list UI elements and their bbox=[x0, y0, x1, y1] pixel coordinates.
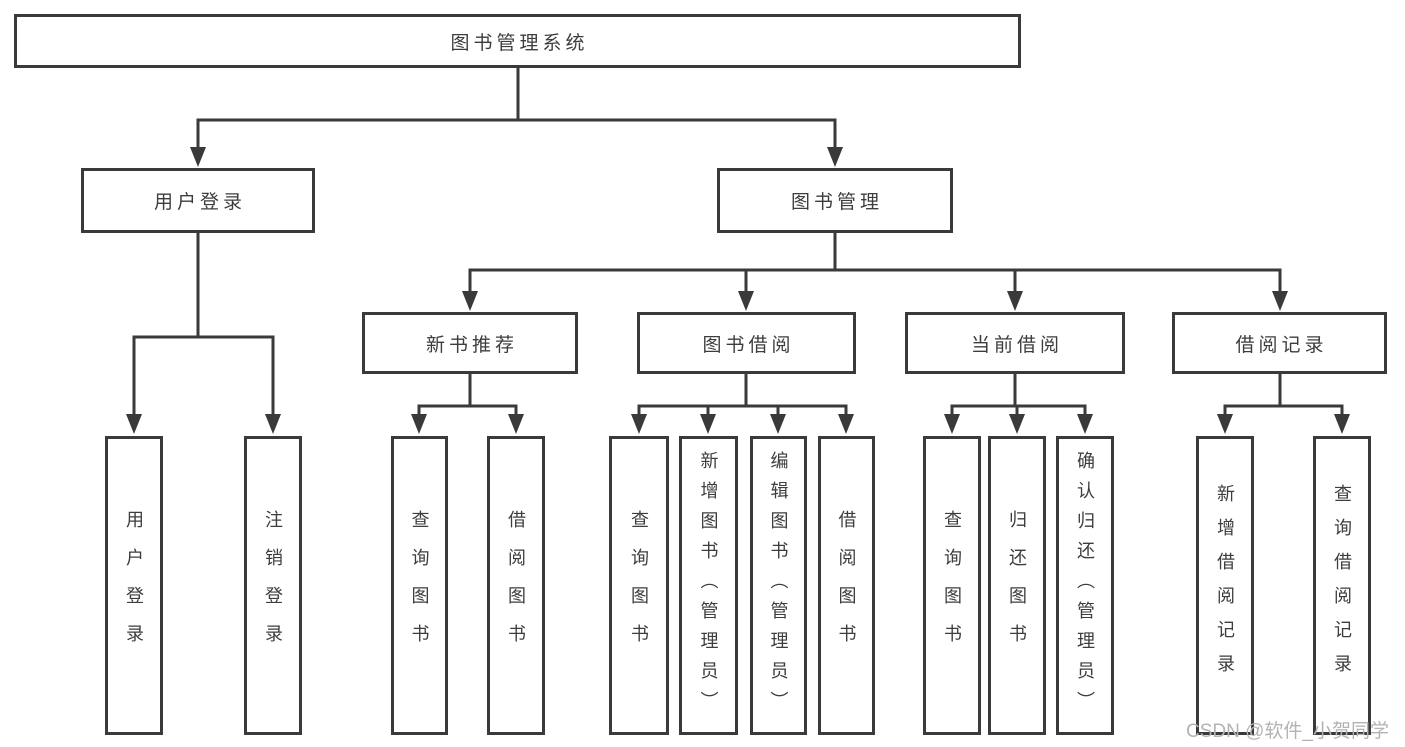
node-new-book: 新书推荐 bbox=[362, 312, 578, 374]
node-root-label: 图书管理系统 bbox=[450, 32, 589, 54]
node-add-record-label: 新增借阅记录 bbox=[1215, 483, 1235, 688]
node-new-book-label: 新书推荐 bbox=[425, 334, 518, 356]
node-borrow-record: 借阅记录 bbox=[1172, 312, 1387, 374]
node-return-book-label: 归还图书 bbox=[1007, 509, 1027, 662]
node-logout: 注销登录 bbox=[244, 436, 302, 735]
node-login: 用户登录 bbox=[105, 436, 163, 735]
node-borrow-record-label: 借阅记录 bbox=[1235, 334, 1328, 356]
node-query-book-2: 查询图书 bbox=[609, 436, 669, 735]
connector-new-book-to-children bbox=[417, 372, 518, 419]
node-current-borrow-label: 当前借阅 bbox=[970, 334, 1063, 356]
node-add-book-label: 新增图书（管理员） bbox=[698, 450, 719, 721]
connector-current-borrow-to-children bbox=[950, 372, 1087, 419]
node-query-book-2-label: 查询图书 bbox=[629, 509, 649, 662]
node-edit-book: 编辑图书（管理员） bbox=[750, 436, 807, 735]
node-query-record: 查询借阅记录 bbox=[1313, 436, 1371, 735]
node-confirm-return: 确认归还（管理员） bbox=[1056, 436, 1114, 735]
node-query-record-label: 查询借阅记录 bbox=[1332, 483, 1352, 688]
connector-book-mgmt-to-level3 bbox=[468, 231, 1282, 294]
connector-borrow-record-to-children bbox=[1223, 372, 1344, 419]
node-add-record: 新增借阅记录 bbox=[1196, 436, 1254, 735]
node-book-borrow-label: 图书借阅 bbox=[702, 334, 795, 356]
node-edit-book-label: 编辑图书（管理员） bbox=[768, 450, 789, 721]
node-confirm-return-label: 确认归还（管理员） bbox=[1075, 450, 1095, 721]
node-return-book: 归还图书 bbox=[988, 436, 1046, 735]
node-login-label: 用户登录 bbox=[124, 509, 144, 662]
node-query-book-1-label: 查询图书 bbox=[409, 509, 430, 662]
node-logout-label: 注销登录 bbox=[263, 509, 283, 662]
node-book-mgmt: 图书管理 bbox=[717, 168, 953, 233]
node-borrow-book-1-label: 借阅图书 bbox=[506, 509, 526, 662]
node-query-book-3-label: 查询图书 bbox=[942, 509, 962, 662]
node-query-book-3: 查询图书 bbox=[923, 436, 981, 735]
connector-book-borrow-to-children bbox=[637, 372, 848, 419]
node-book-borrow: 图书借阅 bbox=[637, 312, 856, 374]
node-current-borrow: 当前借阅 bbox=[905, 312, 1125, 374]
node-user-login: 用户登录 bbox=[81, 168, 315, 233]
csdn-watermark: CSDN @软件_小贺同学 bbox=[1186, 721, 1389, 742]
connector-root-to-level2 bbox=[196, 66, 837, 150]
node-root: 图书管理系统 bbox=[14, 14, 1021, 68]
connector-user-login-to-children bbox=[132, 231, 275, 418]
node-user-login-label: 用户登录 bbox=[153, 192, 246, 213]
node-borrow-book-1: 借阅图书 bbox=[487, 436, 545, 735]
node-borrow-book-2-label: 借阅图书 bbox=[836, 509, 857, 662]
node-query-book-1: 查询图书 bbox=[391, 436, 448, 735]
node-borrow-book-2: 借阅图书 bbox=[818, 436, 875, 735]
node-book-mgmt-label: 图书管理 bbox=[790, 192, 883, 213]
node-add-book: 新增图书（管理员） bbox=[679, 436, 738, 735]
